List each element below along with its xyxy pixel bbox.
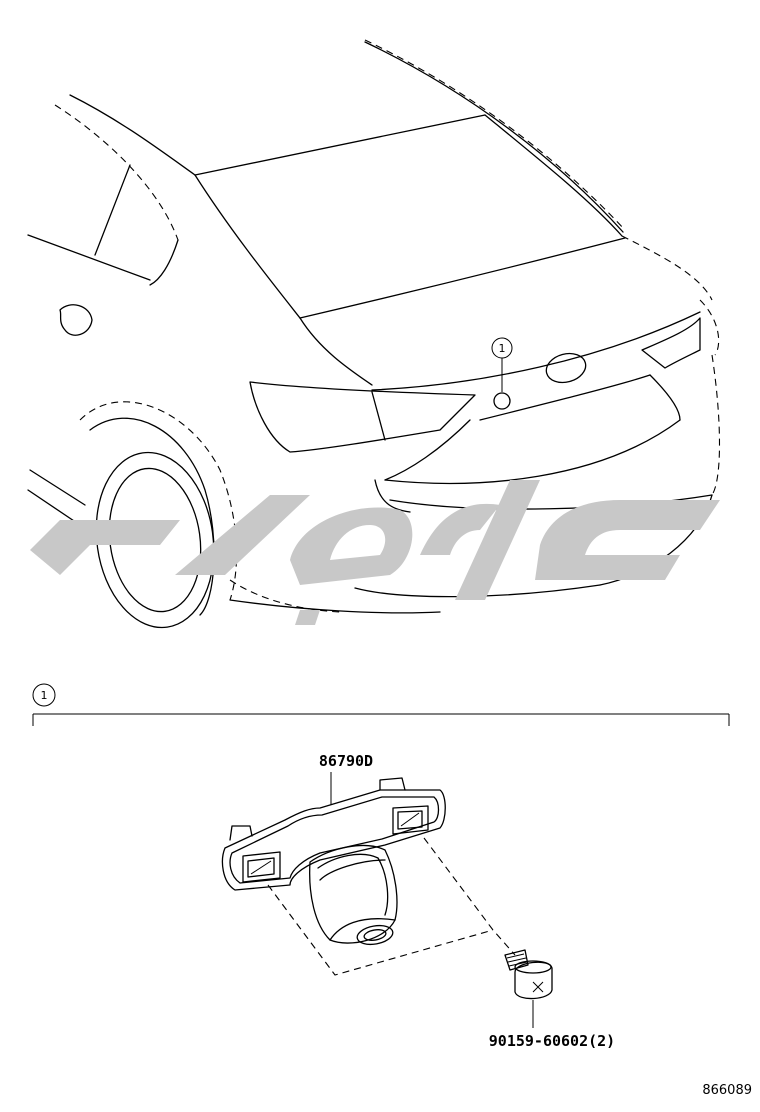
callout-1-car[interactable]: 1: [491, 337, 513, 359]
watermark-logo: [30, 480, 720, 625]
callout-1-section[interactable]: 1: [32, 683, 56, 707]
section-header: [32, 713, 730, 726]
car-rear-illustration: [27, 39, 721, 629]
camera-part-number[interactable]: 86790D: [319, 752, 373, 770]
camera-assembly[interactable]: [221, 772, 446, 947]
screw[interactable]: [504, 949, 553, 1028]
mounting-guide-lines: [267, 837, 516, 976]
diagram-code: 866089: [702, 1083, 752, 1098]
screw-part-number[interactable]: 90159-60602(2): [489, 1032, 615, 1050]
callout-1-section-number: 1: [41, 689, 48, 702]
callout-1-car-number: 1: [499, 342, 506, 355]
